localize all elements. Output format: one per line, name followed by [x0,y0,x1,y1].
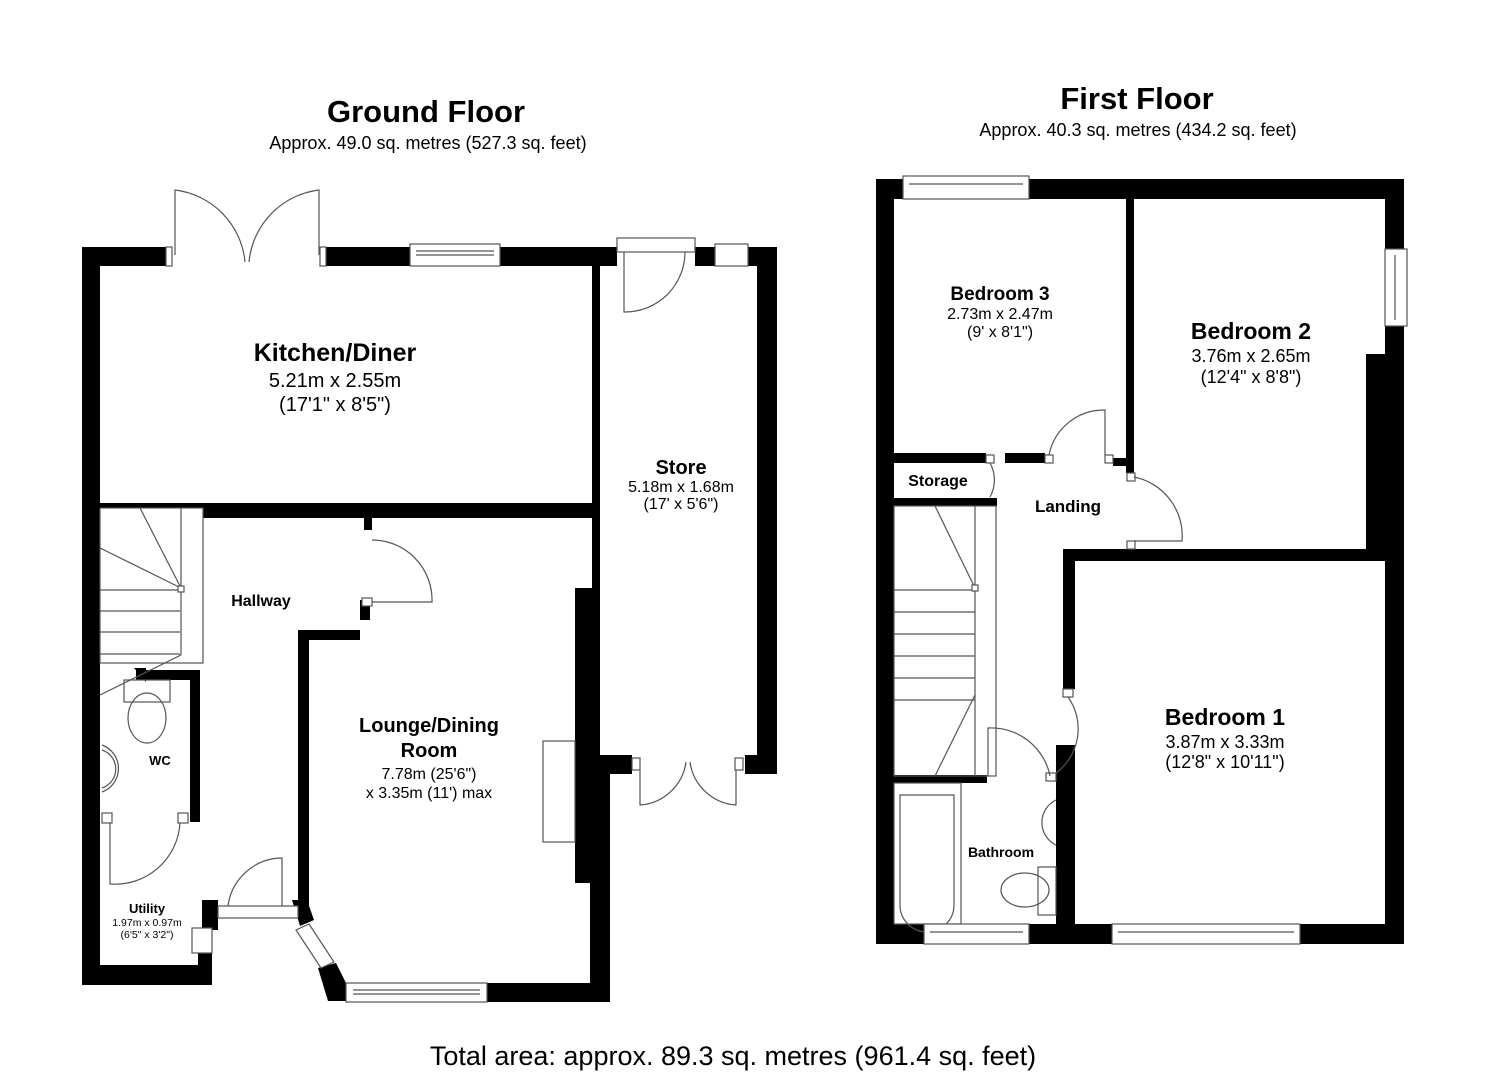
room-landing-label: Landing [1034,497,1102,516]
room-kitchen-diner-dim-ft: (17'1" x 8'5") [279,394,391,416]
room-utility-label: Utility [128,901,166,916]
room-utility-dim-m: 1.97m x 0.97m [112,917,182,929]
ground-floor-fixtures [99,189,749,1003]
room-utility-dim-ft: (6'5" x 3'2") [120,929,174,941]
room-bedroom2-dim-m: 3.76m x 2.65m [1191,346,1311,366]
room-wc-label: WC [149,753,171,768]
first-floor-area: Approx. 40.3 sq. metres (434.2 sq. feet) [979,120,1297,140]
first-floor-title: First Floor [1060,81,1214,116]
room-bedroom2-label: Bedroom 2 [1190,318,1312,344]
room-bedroom1-dim-ft: (12'8" x 10'11") [1165,752,1285,772]
total-area: Total area: approx. 89.3 sq. metres (961… [429,1041,1037,1071]
room-bedroom1-dim-m: 3.87m x 3.33m [1165,732,1285,752]
room-store-label: Store [655,457,707,479]
ground-floor-title: Ground Floor [326,94,526,129]
room-bathroom-label: Bathroom [967,844,1035,860]
room-bedroom1-label: Bedroom 1 [1164,704,1286,730]
room-store-dim-ft: (17' x 5'6") [643,496,719,513]
room-lounge-label-line2: Room [400,740,458,762]
room-store-dim-m: 5.18m x 1.68m [628,479,734,496]
room-lounge-dim-line2: x 3.35m (11') max [365,785,493,802]
room-lounge-label-line1: Lounge/Dining [359,715,499,737]
room-bedroom3-dim-ft: (9' x 8'1") [966,324,1034,341]
room-storage-label: Storage [908,473,968,490]
first-floor-walls [876,179,1404,944]
room-bedroom3-dim-m: 2.73m x 2.47m [947,306,1053,323]
room-kitchen-diner-dim-m: 5.21m x 2.55m [268,370,402,392]
room-lounge-dim-line1: 7.78m (25'6") [381,766,477,783]
ground-floor-walls [82,247,777,1002]
room-bedroom3-label: Bedroom 3 [950,284,1050,305]
room-bedroom2-dim-ft: (12'4" x 8'8") [1200,367,1302,387]
first-floor-fixtures [893,175,1408,945]
room-hallway-label: Hallway [231,593,291,610]
ground-floor-area: Approx. 49.0 sq. metres (527.3 sq. feet) [269,133,587,153]
room-kitchen-diner-label: Kitchen/Diner [253,339,417,367]
